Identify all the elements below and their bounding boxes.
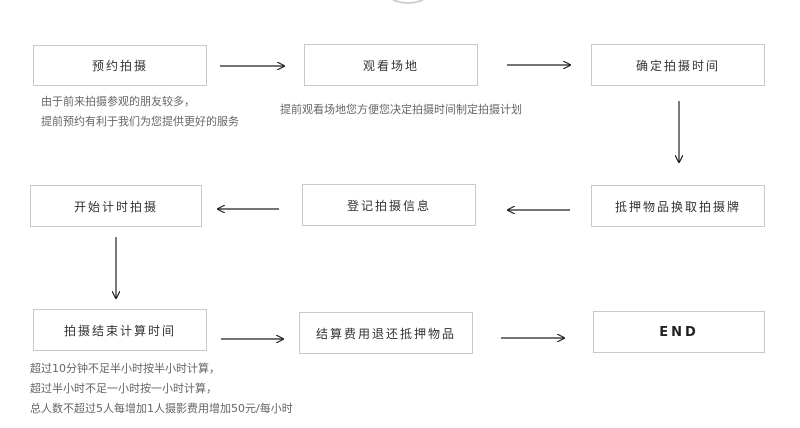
note-rules-line2: 超过半小时不足一小时按一小时计算， <box>30 382 217 395</box>
note-book: 由于前来拍摄参观的朋友较多， 提前预约有利于我们为您提供更好的服务 <box>41 92 239 132</box>
step-book-label: 预约拍摄 <box>91 59 148 73</box>
step-end-label: END <box>659 324 699 340</box>
note-book-line1: 由于前来拍摄参观的朋友较多， <box>41 95 195 108</box>
step-register-box: 登记拍摄信息 <box>302 184 476 226</box>
step-deposit-label: 抵押物品换取拍摄牌 <box>614 199 741 214</box>
step-end-timing-label: 拍摄结束计算时间 <box>63 323 176 338</box>
step-settle-label: 结算费用退还抵押物品 <box>315 326 456 341</box>
step-book-box: 预约拍摄 <box>33 45 207 86</box>
step-confirm-box: 确定拍摄时间 <box>591 44 765 86</box>
note-book-line2: 提前预约有利于我们为您提供更好的服务 <box>41 115 239 128</box>
note-rules-line3: 总人数不超过5人每增加1人摄影费用增加50元/每小时 <box>30 402 293 415</box>
note-rules-line1: 超过10分钟不足半小时按半小时计算， <box>30 362 220 375</box>
step-visit-label: 观看场地 <box>362 58 419 73</box>
step-deposit-box: 抵押物品换取拍摄牌 <box>591 185 765 227</box>
step-register-label: 登记拍摄信息 <box>346 198 431 213</box>
step-start-label: 开始计时拍摄 <box>73 199 158 214</box>
note-visit-line1: 提前观看场地您方便您决定拍摄时间制定拍摄计划 <box>280 103 522 116</box>
step-end-box: END <box>593 311 765 353</box>
note-visit: 提前观看场地您方便您决定拍摄时间制定拍摄计划 <box>280 100 522 120</box>
step-start-box: 开始计时拍摄 <box>30 185 202 227</box>
note-rules: 超过10分钟不足半小时按半小时计算， 超过半小时不足一小时按一小时计算， 总人数… <box>30 359 293 419</box>
step-visit-box: 观看场地 <box>304 44 478 86</box>
step-confirm-label: 确定拍摄时间 <box>635 58 720 73</box>
step-settle-box: 结算费用退还抵押物品 <box>299 312 473 354</box>
step-end-timing-box: 拍摄结束计算时间 <box>33 309 207 351</box>
decorative-arc <box>392 0 424 4</box>
